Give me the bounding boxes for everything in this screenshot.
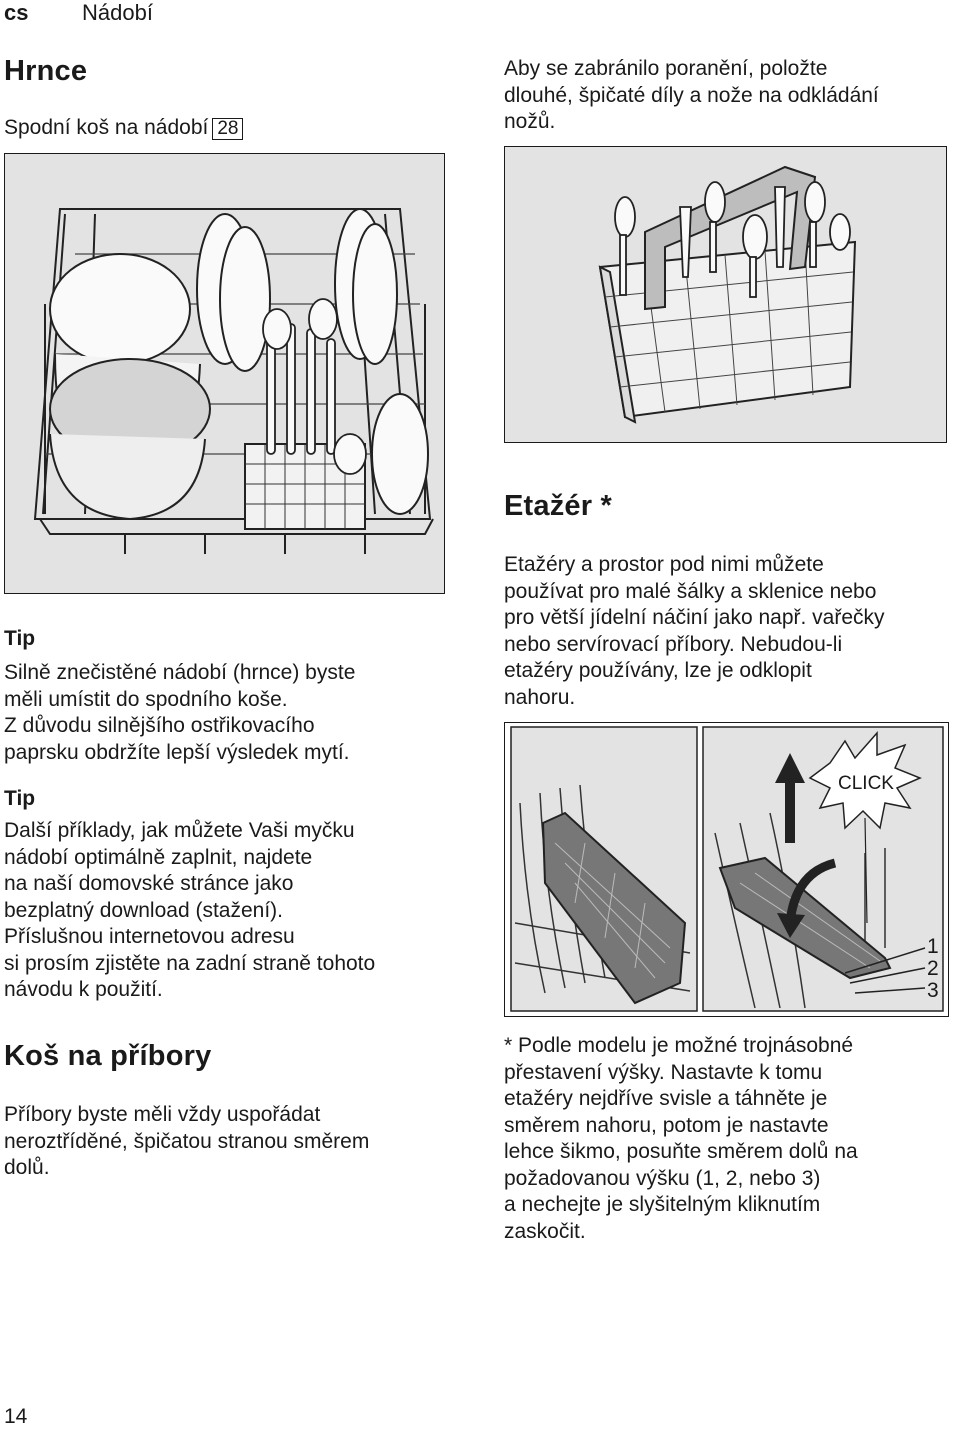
note-line: přestavení výšky. Nastavte k tomu [504, 1060, 823, 1084]
tip1-title: Tip [4, 627, 36, 650]
shelf-line: nebo servírovací příbory. Nebudou-li [504, 632, 843, 656]
knife-line: Aby se zabránilo poranění, položte [504, 57, 828, 80]
tip2-line: na naší domovské stránce jako [4, 872, 294, 895]
shelf-line: používat pro malé šálky a sklenice nebo [504, 579, 877, 603]
language-code: cs [4, 0, 29, 25]
tip2-line: návodu k použití. [4, 978, 163, 1001]
part-number-badge: 28 [212, 118, 244, 140]
note-line: * Podle modelu je možné trojnásobné [504, 1034, 854, 1057]
section-name: Nádobí [82, 0, 153, 25]
note-line: lehce šikmo, posuňte směrem dolů na [504, 1140, 858, 1163]
tip2-line: si prosím zjistěte na zadní straně tohot… [4, 951, 376, 975]
lower-basket-illustration [33, 208, 434, 554]
knife-line: nožů. [504, 110, 556, 133]
shelf-note: * Podle modelu je možné trojnásobné přes… [504, 1033, 858, 1245]
tip2-line: Příslušnou internetovou adresu [4, 925, 295, 948]
note-line: zaskočit. [504, 1219, 586, 1243]
shelf-line: nahoru. [504, 685, 576, 709]
cutlery-basket-illustration [598, 165, 857, 424]
pots-title: Hrnce [4, 55, 88, 87]
tip1-line: paprsku obdržíte lepší výsledek mytí. [4, 740, 350, 764]
page-number: 14 [4, 1405, 28, 1428]
shelf-title: Etažér * [504, 490, 612, 522]
cutlery-line: dolů. [4, 1156, 50, 1179]
shelf-line: etažéry používány, lze je odklopit [504, 659, 812, 682]
tip1-text: Silně znečistěné nádobí (hrnce) byste mě… [4, 660, 355, 766]
level-2-label: 2 [927, 957, 939, 980]
shelf-text: Etažéry a prostor pod nimi můžete použív… [504, 552, 885, 711]
tip2-text: Další příklady, jak můžete Vaši myčku ná… [4, 818, 375, 1004]
note-line: směrem nahoru, potom je nastavte [504, 1113, 829, 1137]
knife-line: dlouhé, špičaté díly a nože na odkládání [504, 83, 879, 107]
note-line: etažéry nejdříve svisle a táhněte je [504, 1087, 828, 1110]
level-1-label: 1 [927, 935, 939, 958]
note-line: požadovanou výšku (1, 2, nebo 3) [504, 1166, 821, 1190]
cutlery-basket-figure [504, 146, 947, 443]
tip2-line: bezplatný download (stažení). [4, 898, 283, 922]
click-label: CLICK [838, 773, 894, 794]
shelf-figure: CLICK 1 2 3 [504, 722, 949, 1017]
tip2-title: Tip [4, 787, 36, 810]
tip1-line: měli umístit do spodního koše. [4, 687, 288, 711]
shelf-line: pro větší jídelní náčiní jako např. vaře… [504, 606, 885, 629]
tip2-line: Další příklady, jak můžete Vaši myčku [4, 819, 355, 842]
cutlery-text: Příbory byste měli vždy uspořádat nerozt… [4, 1102, 369, 1182]
level-3-label: 3 [927, 979, 939, 1002]
shelf-illustration: CLICK 1 2 3 [510, 726, 944, 1012]
lower-basket-figure [4, 153, 445, 594]
lower-basket-text: Spodní koš na nádobí [4, 116, 209, 139]
cutlery-line: Příbory byste měli vždy uspořádat [4, 1103, 321, 1126]
cutlery-line: neroztříděné, špičatou stranou směrem [4, 1129, 370, 1153]
knife-text: Aby se zabránilo poranění, položte dlouh… [504, 56, 879, 136]
tip1-line: Silně znečistěné nádobí (hrnce) byste [4, 661, 356, 684]
cutlery-title: Koš na příbory [4, 1040, 212, 1072]
tip1-line: Z důvodu silnějšího ostřikovacího [4, 714, 315, 737]
tip2-line: nádobí optimálně zaplnit, najdete [4, 845, 313, 869]
note-line: a nechejte je slyšitelným kliknutím [504, 1193, 821, 1216]
shelf-line: Etažéry a prostor pod nimi můžete [504, 553, 824, 576]
